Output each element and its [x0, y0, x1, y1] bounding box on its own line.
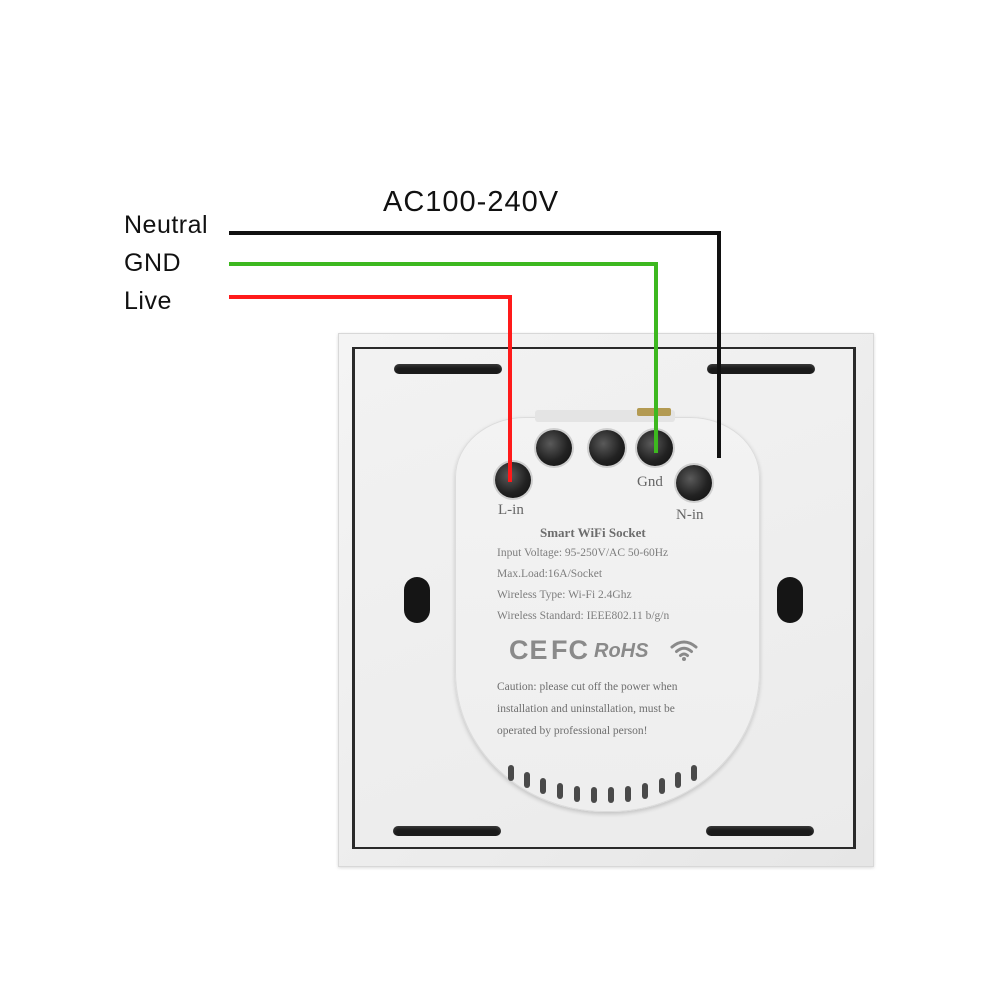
wifi-icon — [670, 640, 698, 661]
vent-slot — [608, 787, 614, 803]
mount-slot-top-right — [707, 364, 815, 374]
vent-slot — [691, 765, 697, 781]
gnd-wire — [229, 262, 658, 453]
vent-slot — [540, 778, 546, 794]
vent-slot — [524, 772, 530, 788]
vent-slot — [557, 783, 563, 799]
vent-slot — [659, 778, 665, 794]
mount-slot-bottom-right — [706, 826, 814, 836]
spec-line: Max.Load:16A/Socket — [497, 568, 603, 580]
vent-slot — [508, 765, 514, 781]
caution-line: operated by professional person! — [497, 725, 648, 737]
terminal-aux-1 — [536, 430, 572, 466]
live-label: Live — [124, 287, 172, 315]
spec-line: Wireless Standard: IEEE802.11 b/g/n — [497, 610, 670, 622]
gnd-terminal-label: Gnd — [637, 474, 663, 490]
vent-slot — [591, 787, 597, 803]
mount-slot-left — [404, 577, 430, 623]
gnd-label: GND — [124, 249, 182, 277]
neutral-wire — [229, 231, 721, 458]
neutral-label: Neutral — [124, 211, 209, 239]
live-wire — [229, 295, 512, 482]
terminal-aux-2 — [589, 430, 625, 466]
vent-slot — [574, 786, 580, 802]
terminal-l-in — [495, 462, 531, 498]
rohs-mark: RoHS — [594, 640, 649, 662]
voltage-title: AC100-240V — [383, 186, 560, 218]
caution-line: Caution: please cut off the power when — [497, 681, 678, 693]
spec-line: Input Voltage: 95-250V/AC 50-60Hz — [497, 547, 669, 559]
vent-slot — [625, 786, 631, 802]
module-title: Smart WiFi Socket — [540, 525, 646, 540]
ce-mark: CE — [509, 635, 549, 665]
mount-slot-bottom-left — [393, 826, 501, 836]
terminal-n-in — [676, 465, 712, 501]
mount-slot-right — [777, 577, 803, 623]
n-in-label: N-in — [676, 507, 704, 523]
mount-slot-top-left — [394, 364, 502, 374]
caution-line: installation and uninstallation, must be — [497, 703, 675, 715]
vent-slot — [642, 783, 648, 799]
l-in-label: L-in — [498, 502, 524, 518]
spec-line: Wireless Type: Wi-Fi 2.4Ghz — [497, 589, 632, 601]
vent-slot — [675, 772, 681, 788]
fc-mark: FC — [551, 635, 589, 665]
